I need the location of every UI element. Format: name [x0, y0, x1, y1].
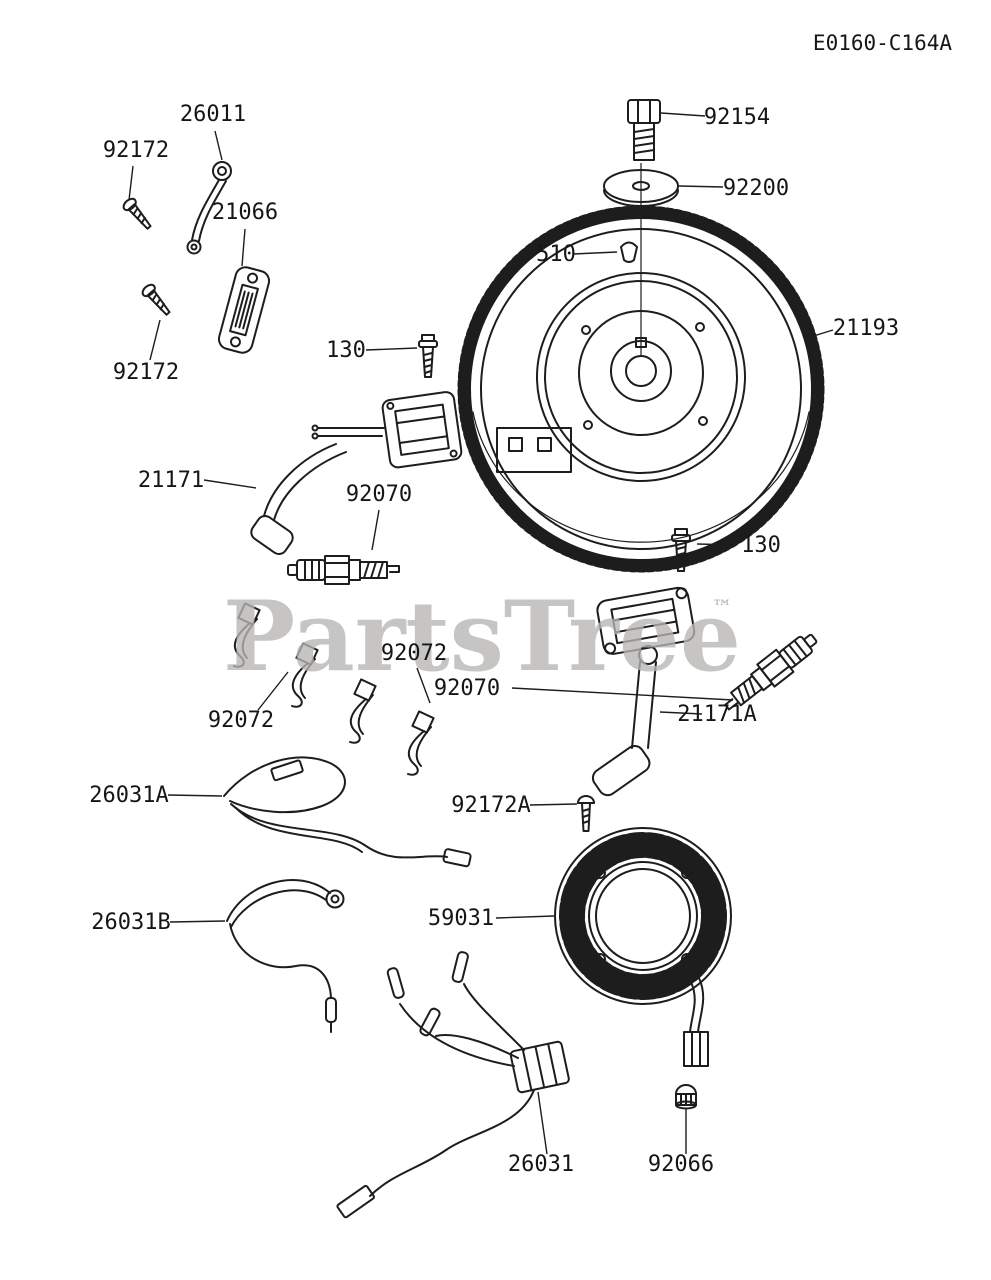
callout-21171: 21171: [138, 468, 204, 493]
callout-92072-lower: 92072: [208, 708, 274, 733]
wire-harness-a-drawing: [223, 756, 472, 868]
callout-26031a: 26031A: [89, 783, 168, 808]
callout-59031: 59031: [428, 906, 494, 931]
screw-92172-upper-drawing: [120, 195, 156, 233]
flywheel-bolt-drawing: [627, 99, 661, 161]
callout-26031b: 26031B: [91, 910, 170, 935]
wire-harness-b-drawing: [226, 879, 345, 1033]
callout-92172-lower: 92172: [113, 360, 179, 385]
screw-92172-lower-drawing: [139, 281, 175, 319]
callout-92172-upper: 92172: [103, 138, 169, 163]
plug-drawing: [675, 1084, 697, 1110]
watermark-tm-icon: ™: [712, 595, 732, 619]
callout-92070-right: 92070: [434, 676, 500, 701]
ignition-coil-right-drawing: [591, 586, 696, 797]
regulator-drawing: [217, 266, 271, 354]
screw-92172a-drawing: [577, 795, 595, 832]
callout-leader-lines: [128, 112, 834, 1155]
watermark: PartsTree: [223, 580, 741, 693]
callout-21171a: 21171A: [677, 702, 756, 727]
callout-26011: 26011: [180, 102, 246, 127]
callout-21066: 21066: [212, 200, 278, 225]
callout-130-right: 130: [741, 533, 781, 558]
callout-92066: 92066: [648, 1152, 714, 1177]
key-pin-drawing: [620, 241, 638, 263]
callout-92070-left: 92070: [346, 482, 412, 507]
wire-harness-main-drawing: [336, 951, 570, 1219]
callout-92072-upper: 92072: [381, 641, 447, 666]
ignition-coil-left-drawing: [250, 391, 463, 555]
callout-510: 510: [536, 242, 576, 267]
diagram-code: E0160-C164A: [813, 31, 952, 55]
callout-92154: 92154: [704, 105, 770, 130]
stator-drawing: [554, 827, 732, 1067]
screw-130-left-drawing: [418, 334, 438, 378]
washer-drawing: [603, 169, 679, 207]
callout-21193: 21193: [833, 316, 899, 341]
callout-130-left: 130: [326, 338, 366, 363]
lead-wire-drawing: [186, 161, 232, 255]
clamp-drawing-4: [407, 710, 435, 776]
callout-92172a: 92172A: [451, 793, 530, 818]
callout-26031: 26031: [508, 1152, 574, 1177]
callout-92200: 92200: [723, 176, 789, 201]
